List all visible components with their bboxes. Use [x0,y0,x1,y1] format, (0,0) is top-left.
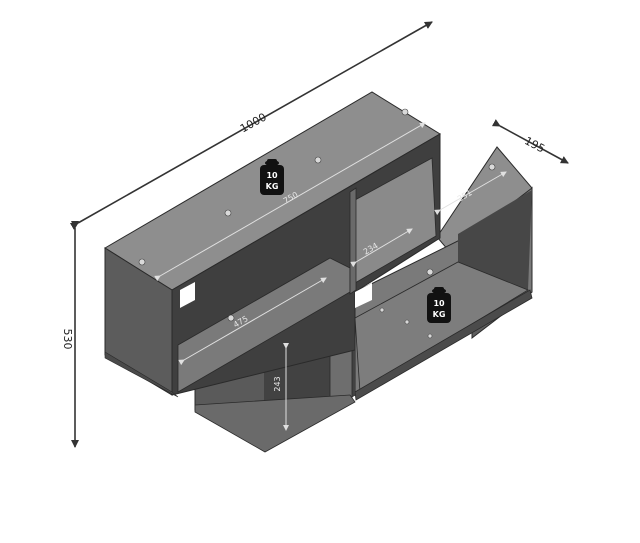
compartment-height-label: 243 [273,376,282,391]
width-label: 1000 [238,110,269,135]
height-label: 530 [61,329,74,350]
weight-value: 10 [266,171,278,180]
inner-dimensions [154,122,507,431]
weight-badge: 10 KG [260,159,284,195]
hole-marker [427,333,433,339]
right-compartment-line [434,171,507,216]
hole-marker [426,268,434,276]
hole-marker [404,319,410,325]
hole-marker [488,163,496,171]
hole-marker [314,156,322,164]
hole-marker [224,209,232,217]
hole-marker [379,307,385,313]
weight-value: 10 [433,299,445,308]
weight-unit: KG [433,310,446,319]
upper-shelf-length-line [154,122,426,282]
weight-unit: KG [266,182,279,191]
depth-label: 195 [522,134,547,155]
weight-badge: 10 KG [427,287,451,323]
depth-dimension-line [491,119,569,164]
hole-marker [138,258,146,266]
lower-shelf-length-line [178,277,327,366]
middle-compartment-line [350,228,413,268]
hole-marker [401,108,409,116]
